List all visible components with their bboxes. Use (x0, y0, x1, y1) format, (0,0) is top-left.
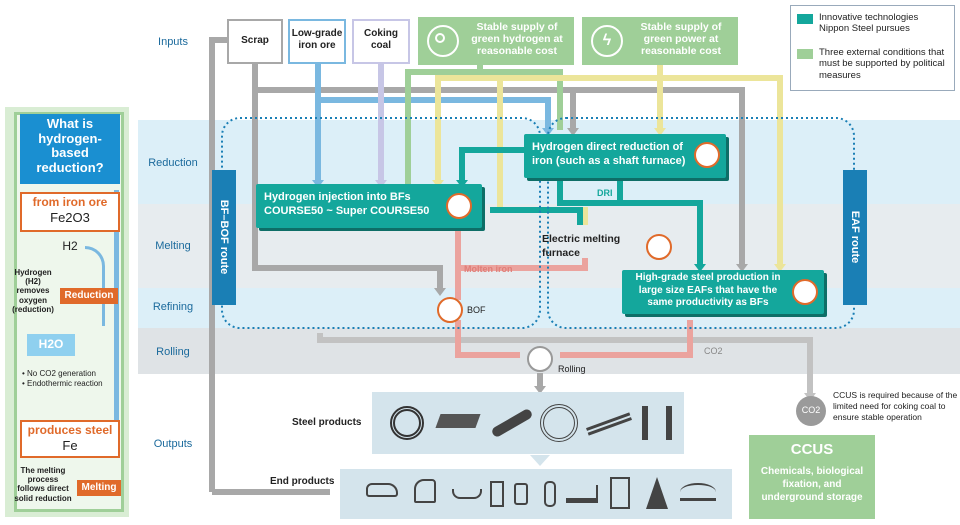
stage-refining: Refining (152, 301, 194, 313)
eaf-route-label: EAF route (843, 170, 867, 305)
high-grade-box: High-grade steel production in large siz… (622, 270, 824, 314)
steel-coil-icon (390, 406, 424, 440)
green-hydrogen-box: Stable supply of green hydrogen at reaso… (418, 17, 574, 65)
excavator-icon (566, 485, 598, 503)
eaf-icon (792, 279, 818, 305)
produces-box: produces steel Fe (20, 420, 120, 458)
low-grade-ore-box: Low-grade iron ore (288, 19, 346, 64)
rolling-icon (527, 346, 553, 372)
green-hydrogen-label: Stable supply of green hydrogen at reaso… (471, 21, 563, 58)
stage-inputs: Inputs (158, 36, 188, 48)
bof-icon (437, 297, 463, 323)
steel-plate-icon (435, 414, 481, 428)
produces-label: produces steel (27, 423, 113, 437)
battery-icon (544, 481, 556, 507)
lightning-icon: ϟ (591, 25, 623, 57)
scrap-box: Scrap (227, 19, 283, 64)
reduction-tag: Reduction (60, 288, 118, 304)
car-icon (366, 483, 398, 497)
green-power-label: Stable supply of green power at reasonab… (640, 21, 722, 58)
h2-injection-label: Hydrogen injection into BFs COURSE50 ~ S… (264, 191, 430, 218)
bars-icon (586, 412, 632, 436)
end-products-label: End products (270, 476, 335, 487)
ccus-desc: Chemicals, biological fixation, and unde… (760, 466, 864, 503)
from-ore-label: from iron ore (32, 195, 108, 209)
bf-bof-route-label: BF–BOF route (212, 170, 236, 305)
h2-injection-box: Hydrogen injection into BFs COURSE50 ~ S… (256, 184, 482, 228)
dri-label: DRI (597, 188, 613, 198)
h-beam-icon (642, 406, 672, 440)
from-ore-box: from iron ore Fe2O3 (20, 192, 120, 232)
bof-label: BOF (467, 305, 486, 315)
wire-rod-icon (540, 404, 578, 442)
hydrogen-note: Hydrogen (H2) removes oxygen (reduction) (12, 268, 54, 314)
co2-line-label: CO2 (704, 346, 723, 356)
legend: Innovative technologies Nippon Steel pur… (790, 5, 955, 91)
building-icon (610, 477, 630, 509)
h2-arrow (85, 246, 105, 326)
sidebar-title: What is hydrogen-based reduction? (20, 114, 120, 184)
bullet-endothermic: • Endothermic reaction (22, 378, 103, 388)
end-products-panel (340, 469, 732, 519)
ship-icon (452, 489, 482, 499)
sidebar-blue-line (114, 190, 119, 420)
hydrogen-molecule-icon (427, 25, 459, 57)
ccus-box: CCUS Chemicals, biological fixation, and… (749, 435, 875, 519)
blast-furnace-icon (446, 193, 472, 219)
shaft-furnace-icon (694, 142, 720, 168)
coking-coal-box: Coking coal (352, 19, 410, 64)
refrigerator-icon (490, 481, 504, 507)
stage-outputs: Outputs (153, 438, 193, 450)
h2o-box: H2O (27, 334, 75, 356)
ccus-note: CCUS is required because of the limited … (833, 390, 958, 423)
h2-label: H2 (62, 239, 78, 253)
legend-external-text: Three external conditions that must be s… (819, 47, 945, 81)
melting-note: The melting process follows direct solid… (14, 466, 72, 503)
legend-innovative-text: Innovative technologies Nippon Steel pur… (819, 12, 919, 35)
train-icon (414, 479, 436, 503)
fe2o3-label: Fe2O3 (50, 209, 90, 225)
molten-iron-label: Molten iron (464, 264, 513, 274)
ccus-title: CCUS (790, 441, 834, 458)
melting-tag: Melting (77, 480, 121, 496)
hydrogen-atom-icon (435, 33, 445, 43)
stage-melting: Melting (155, 240, 191, 252)
high-grade-label: High-grade steel production in large siz… (635, 272, 781, 308)
steel-products-label: Steel products (292, 417, 362, 428)
steel-pipe-icon (490, 407, 534, 439)
pylon-icon (646, 477, 668, 509)
fe-label: Fe (62, 437, 78, 453)
stage-reduction: Reduction (148, 157, 198, 169)
co2-circle: CO2 (796, 396, 826, 426)
electric-melting-label: Electric melting furnace (542, 233, 621, 259)
h2-direct-label: Hydrogen direct reduction of iron (such … (532, 141, 686, 168)
green-power-box: ϟ Stable supply of green power at reason… (582, 17, 738, 65)
legend-green-swatch (797, 49, 813, 59)
stage-rolling: Rolling (156, 346, 190, 358)
sidebar-bullets: • No CO2 generation • Endothermic reacti… (22, 369, 114, 388)
electric-furnace-icon (646, 234, 672, 260)
steel-products-panel (372, 392, 684, 454)
can-icon (514, 483, 528, 505)
rolling-label: Rolling (558, 364, 586, 374)
h2-direct-box: Hydrogen direct reduction of iron (such … (524, 134, 726, 178)
bridge-icon (680, 483, 716, 501)
bullet-no-co2: • No CO2 generation (22, 369, 96, 378)
legend-teal-swatch (797, 14, 813, 24)
